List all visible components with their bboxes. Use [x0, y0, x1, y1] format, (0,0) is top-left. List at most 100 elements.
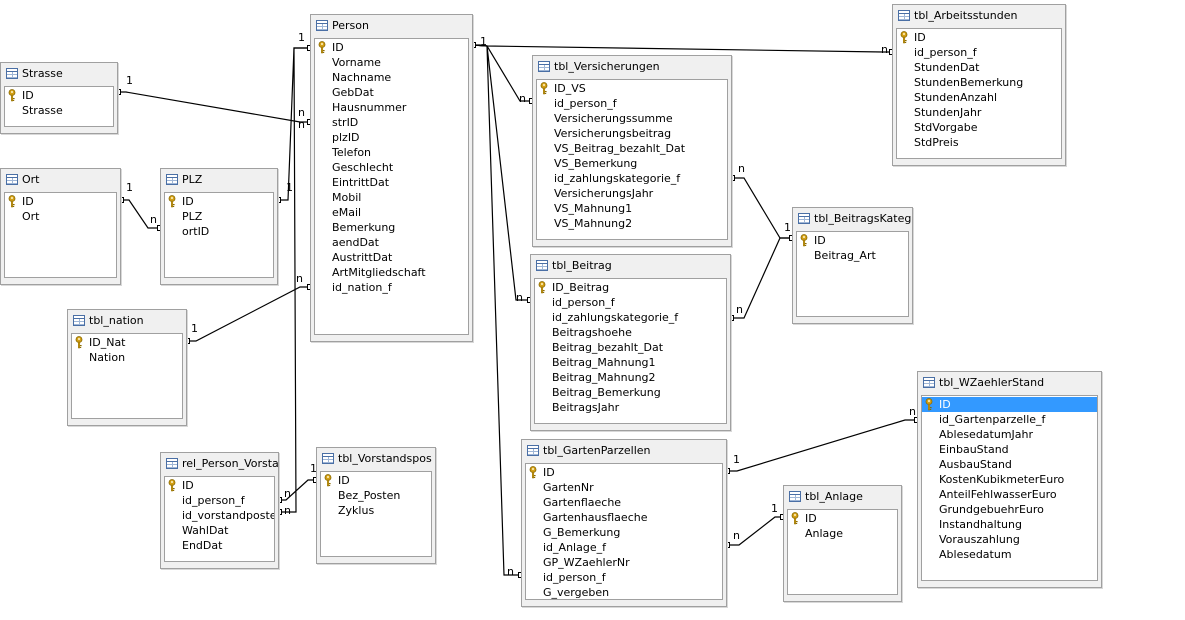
- relation-garten-wzaehler[interactable]: [724, 417, 920, 474]
- field-row[interactable]: G_vergeben: [526, 585, 722, 599]
- field-row-primary-key[interactable]: ID: [165, 478, 274, 493]
- field-row[interactable]: Ablesedatum: [922, 547, 1097, 562]
- field-row[interactable]: Bez_Posten: [321, 488, 431, 503]
- field-row-primary-key[interactable]: ID: [922, 397, 1097, 412]
- field-row[interactable]: id_person_f: [526, 570, 722, 585]
- field-row[interactable]: eMail: [315, 205, 468, 220]
- field-row[interactable]: StdPreis: [897, 135, 1061, 150]
- field-row-primary-key[interactable]: ID: [5, 194, 116, 209]
- field-row-primary-key[interactable]: ID: [788, 511, 897, 526]
- field-row[interactable]: Strasse: [5, 103, 113, 118]
- field-row[interactable]: Beitrag_Mahnung1: [535, 355, 726, 370]
- field-row[interactable]: Geschlecht: [315, 160, 468, 175]
- relation-line[interactable]: [732, 177, 792, 239]
- field-row[interactable]: AustrittDat: [315, 250, 468, 265]
- relation-person-beitrag[interactable]: [470, 42, 533, 303]
- field-row[interactable]: id_zahlungskategorie_f: [537, 171, 727, 186]
- field-row[interactable]: Beitrag_Bemerkung: [535, 385, 726, 400]
- relation-vorstandspos-relvorst[interactable]: [276, 477, 319, 503]
- field-row-primary-key[interactable]: ID: [321, 473, 431, 488]
- relation-plz-person[interactable]: [275, 45, 313, 203]
- field-row[interactable]: VS_Bemerkung: [537, 156, 727, 171]
- relation-line[interactable]: [473, 44, 892, 53]
- field-row[interactable]: plzID: [315, 130, 468, 145]
- field-row[interactable]: id_person_f: [535, 295, 726, 310]
- relation-person-relvorst[interactable]: [276, 45, 313, 515]
- relation-person-garten[interactable]: [470, 42, 524, 578]
- relation-line[interactable]: [727, 419, 917, 472]
- table-title[interactable]: Strasse: [1, 63, 117, 85]
- field-row[interactable]: id_vorstandposte: [165, 508, 274, 523]
- table-title[interactable]: rel_Person_Vorsta: [161, 453, 278, 475]
- field-row[interactable]: Anlage: [788, 526, 897, 541]
- field-row-primary-key[interactable]: ID_VS: [537, 81, 727, 96]
- field-row[interactable]: Nachname: [315, 70, 468, 85]
- table-title[interactable]: tbl_Beitrag: [531, 255, 730, 277]
- field-row-primary-key[interactable]: ID_Beitrag: [535, 280, 726, 295]
- relation-strasse-person[interactable]: [115, 89, 313, 125]
- field-row[interactable]: Nation: [72, 350, 182, 365]
- field-row[interactable]: Beitragshoehe: [535, 325, 726, 340]
- field-row[interactable]: id_person_f: [897, 45, 1061, 60]
- relation-line[interactable]: [187, 286, 310, 342]
- field-row[interactable]: GrundgebuehrEuro: [922, 502, 1097, 517]
- table-title[interactable]: Person: [311, 15, 472, 37]
- field-row-primary-key[interactable]: ID: [315, 40, 468, 55]
- field-row[interactable]: StundenDat: [897, 60, 1061, 75]
- relation-line[interactable]: [118, 91, 310, 123]
- field-row[interactable]: id_zahlungskategorie_f: [535, 310, 726, 325]
- field-row[interactable]: Mobil: [315, 190, 468, 205]
- field-row[interactable]: Gartenflaeche: [526, 495, 722, 510]
- field-row[interactable]: aendDat: [315, 235, 468, 250]
- field-row-primary-key[interactable]: ID: [165, 194, 273, 209]
- field-row[interactable]: Hausnummer: [315, 100, 468, 115]
- field-row[interactable]: ortID: [165, 224, 273, 239]
- field-row[interactable]: Instandhaltung: [922, 517, 1097, 532]
- table-title[interactable]: tbl_GartenParzellen: [522, 440, 726, 462]
- field-row[interactable]: WahlDat: [165, 523, 274, 538]
- field-row[interactable]: Versicherungsbeitrag: [537, 126, 727, 141]
- field-row[interactable]: AnteilFehlwasserEuro: [922, 487, 1097, 502]
- field-row[interactable]: PLZ: [165, 209, 273, 224]
- field-row-primary-key[interactable]: ID_Nat: [72, 335, 182, 350]
- field-row[interactable]: VersicherungsJahr: [537, 186, 727, 201]
- field-row[interactable]: Versicherungssumme: [537, 111, 727, 126]
- field-row[interactable]: VS_Beitrag_bezahlt_Dat: [537, 141, 727, 156]
- field-row[interactable]: id_person_f: [165, 493, 274, 508]
- field-row[interactable]: Ort: [5, 209, 116, 224]
- field-row[interactable]: ArtMitgliedschaft: [315, 265, 468, 280]
- field-row[interactable]: Bemerkung: [315, 220, 468, 235]
- field-row[interactable]: VS_Mahnung1: [537, 201, 727, 216]
- field-row[interactable]: StundenBemerkung: [897, 75, 1061, 90]
- table-title[interactable]: tbl_WZaehlerStand: [918, 372, 1101, 394]
- field-row[interactable]: GP_WZaehlerNr: [526, 555, 722, 570]
- field-row[interactable]: GebDat: [315, 85, 468, 100]
- field-row[interactable]: strID: [315, 115, 468, 130]
- field-row[interactable]: StundenJahr: [897, 105, 1061, 120]
- field-row[interactable]: Beitrag_bezahlt_Dat: [535, 340, 726, 355]
- field-row[interactable]: Zyklus: [321, 503, 431, 518]
- field-row[interactable]: id_person_f: [537, 96, 727, 111]
